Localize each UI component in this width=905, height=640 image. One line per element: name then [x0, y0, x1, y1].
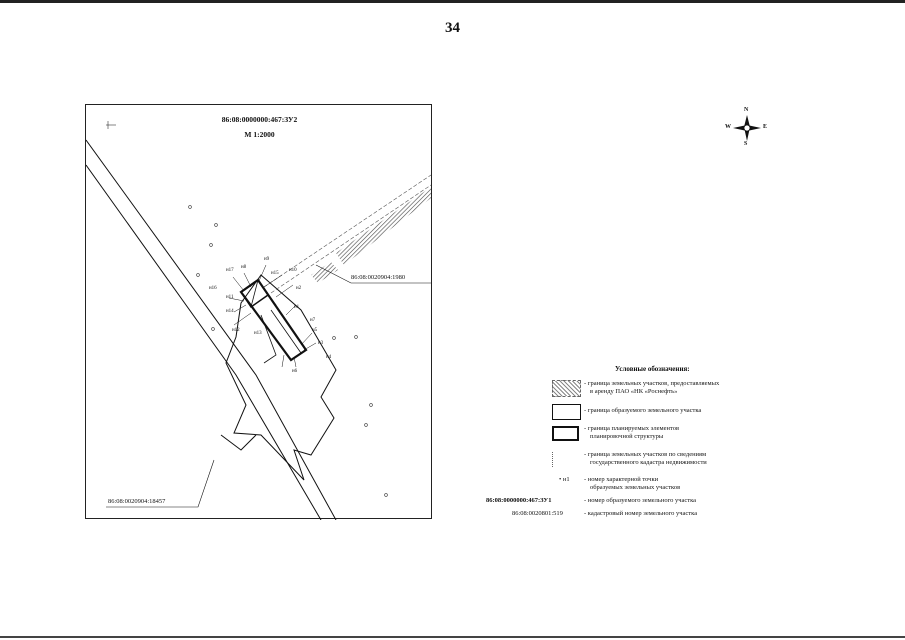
cadastral-label-18457: 86:08:0020904:18457 — [108, 498, 166, 505]
point-label: н17 — [226, 268, 234, 273]
legend-text: - граница образуемого земельного участка — [584, 407, 702, 414]
point-label: н9 — [264, 257, 270, 262]
point-label: н6 — [292, 369, 298, 374]
legend-text: - граница планируемых элементов — [584, 425, 680, 432]
point-label: н16 — [209, 286, 217, 291]
point-label: н5 — [312, 328, 318, 333]
legend-item-3: - граница планируемых элементов планиров… — [584, 425, 679, 441]
compass-rose: N S W E — [725, 107, 768, 149]
pipeline-hatched-strip — [336, 187, 431, 265]
legend-title: Условные обозначения: — [615, 365, 690, 373]
point-label: н11 — [226, 295, 234, 300]
legend-dotted-symbol — [552, 452, 561, 467]
legend-thin-box-symbol — [552, 404, 581, 420]
point-label: н10 — [289, 268, 297, 273]
compass-east: E — [763, 124, 768, 130]
compass-north: N — [744, 107, 749, 113]
bottom-border-line — [0, 636, 905, 638]
legend-text: - номер образуемого земельного участка — [584, 497, 697, 504]
road-edge-left — [86, 139, 337, 520]
top-border-line — [0, 0, 905, 3]
legend-item-4: - граница земельных участков по сведения… — [584, 451, 707, 467]
point-label: н15 — [271, 271, 279, 276]
leader-18457 — [106, 459, 215, 508]
page-number: 34 — [445, 20, 460, 36]
legend-item-2: - граница образуемого земельного участка — [584, 407, 701, 415]
map-frame: 86:08:0000000:467:ЗУ2 М 1:2000 н17 н8 н9… — [85, 104, 432, 520]
legend-text: в аренду ПАО «НК «Роснефть» — [590, 388, 678, 395]
point-label: н7 — [310, 318, 316, 323]
point-label: н3 — [318, 341, 324, 346]
legend-item-6: - номер образуемого земельного участка — [584, 497, 696, 505]
point-label: н13 — [254, 331, 262, 336]
legend-text: планировочной структуры — [590, 433, 664, 440]
leader-1980 — [315, 264, 431, 284]
legend-text: - граница земельных участков, предоставл… — [584, 380, 720, 387]
map-title: 86:08:0000000:467:ЗУ2 — [221, 115, 298, 124]
allotted-land-boundary — [225, 274, 337, 481]
point-label: н4 — [326, 355, 332, 360]
legend-thick-box-symbol — [552, 426, 579, 441]
legend-hatched-symbol — [552, 380, 581, 397]
legend-text: государственного кадастра недвижимости — [590, 459, 707, 466]
legend-text: - номер характерной точки — [584, 476, 659, 483]
point-label: н8 — [241, 265, 247, 270]
legend-item-7: - кадастровый номер земельного участка — [584, 510, 697, 518]
point-label: н12 — [232, 328, 240, 333]
legend-point-marker: • н1 — [559, 476, 570, 483]
compass-icon — [733, 115, 761, 141]
legend-text: - граница земельных участков по сведения… — [584, 451, 707, 458]
point-label: н1 — [294, 305, 300, 310]
extension-boundary — [220, 434, 257, 451]
point-label: н2 — [296, 286, 302, 291]
road-edge-right — [86, 164, 322, 520]
map-drawing — [86, 121, 432, 520]
legend-text: - кадастровый номер земельного участка — [584, 510, 698, 517]
point-label: н14 — [226, 309, 234, 314]
survey-marks — [188, 205, 388, 497]
compass-south: S — [744, 141, 748, 147]
compass-west: W — [725, 124, 731, 130]
map-scale: М 1:2000 — [244, 130, 275, 139]
legend-text: образуемых земельных участков — [590, 484, 681, 491]
cadastral-label-1980: 86:08:0020904:1980 — [351, 274, 406, 281]
legend-formed-plot-label: 86:08:0000000:467:ЗУ1 — [486, 497, 552, 504]
legend-item-1: - граница земельных участков, предоставл… — [584, 380, 719, 396]
legend-item-5: - номер характерной точки образуемых зем… — [584, 476, 680, 492]
legend-cadastral-label: 86:08:0020801:519 — [512, 510, 563, 517]
